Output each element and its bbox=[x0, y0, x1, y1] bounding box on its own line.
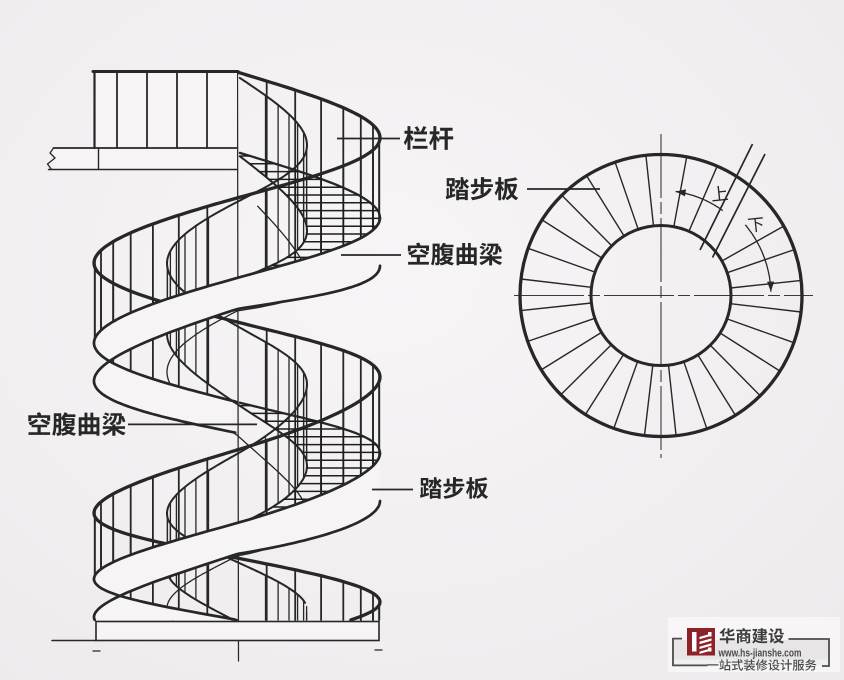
svg-text:www.hs-jianshe.com: www.hs-jianshe.com bbox=[718, 648, 802, 660]
